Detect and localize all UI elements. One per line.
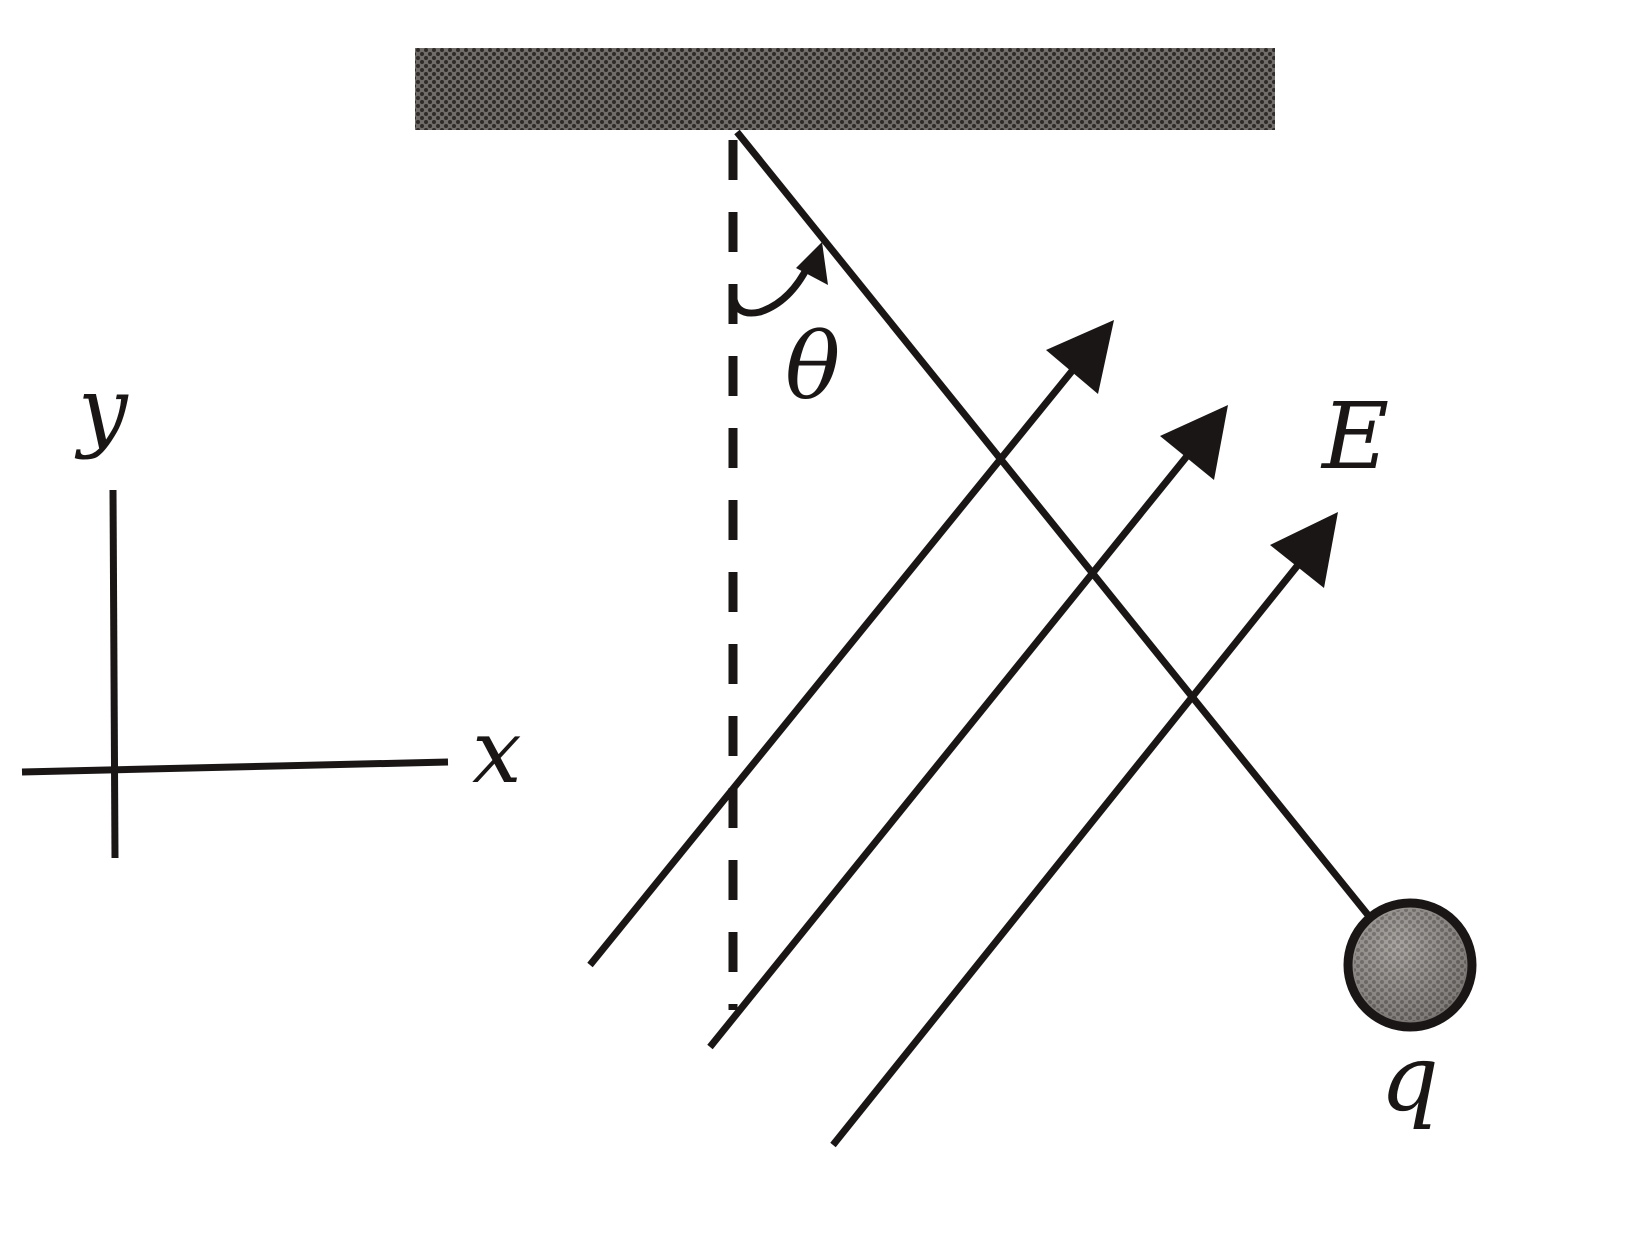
field-arrow-1 bbox=[587, 320, 1114, 968]
y-axis-label: y bbox=[74, 358, 129, 461]
field-label: E bbox=[1320, 383, 1389, 490]
string bbox=[734, 129, 1371, 918]
coordinate-axes bbox=[21, 489, 449, 859]
x-axis bbox=[21, 758, 449, 776]
ceiling bbox=[415, 48, 1275, 130]
electric-field-lines bbox=[587, 320, 1338, 1148]
angle-label: θ bbox=[785, 313, 840, 420]
x-axis-label: x bbox=[472, 700, 522, 803]
y-axis bbox=[109, 489, 119, 859]
charge-label: q bbox=[1380, 1025, 1439, 1132]
angle-arc bbox=[729, 242, 828, 317]
field-arrow-3 bbox=[830, 512, 1338, 1148]
field-arrow-2 bbox=[707, 405, 1228, 1050]
